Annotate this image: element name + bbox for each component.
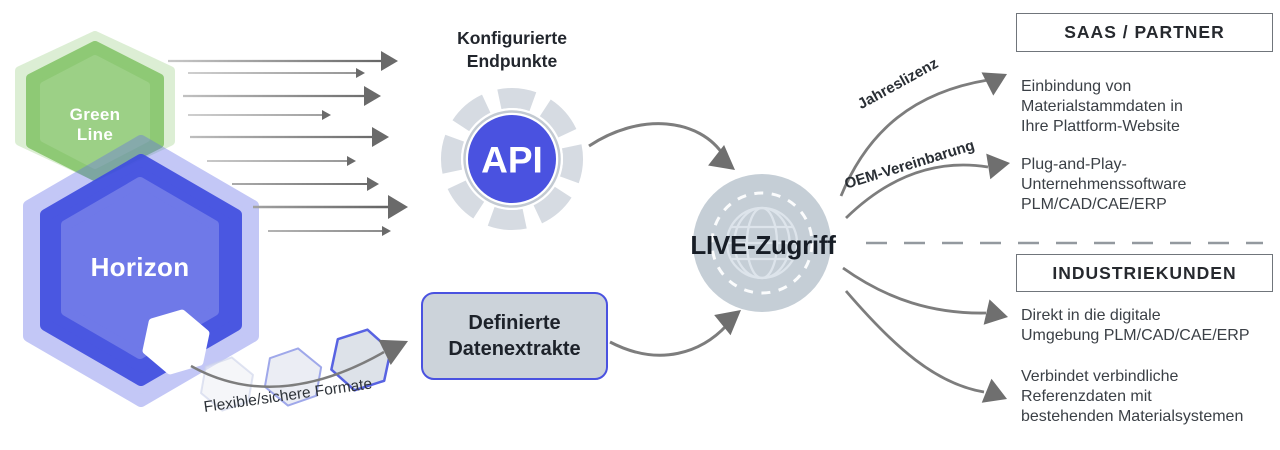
industry-item-2-line: Referenzdaten mit [1021, 388, 1152, 405]
live-access-label: LIVE-Zugriff [690, 230, 836, 260]
white-hexagon [142, 309, 210, 375]
horizon-hexagon [23, 135, 259, 407]
data-extracts-box: Definierte Datenextrakte [421, 292, 608, 380]
data-extracts-label: Definierte Datenextrakte [448, 312, 581, 360]
saas-item-1-line: Materialstammdaten in [1021, 98, 1183, 115]
globe-icon [725, 206, 799, 280]
saas-item-2-line: Plug-and-Play- [1021, 156, 1127, 173]
industry-item-1-line: Umgebung PLM/CAD/CAE/ERP [1021, 327, 1250, 344]
industry-item-1-line: Direkt in die digitale [1021, 307, 1161, 324]
horizon-label: Horizon [90, 252, 190, 282]
green-line-label: Green Line [69, 105, 121, 144]
saas-item-1-line: Ihre Plattform-Website [1021, 118, 1180, 135]
industry-item-1: Direkt in die digitale Umgebung PLM/CAD/… [1021, 306, 1250, 346]
industry-item-2: Verbindet verbindliche Referenzdaten mit… [1021, 367, 1243, 427]
input-arrows [168, 51, 408, 236]
saas-item-2-line: Unternehmenssoftware [1021, 176, 1187, 193]
saas-item-1-line: Einbindung von [1021, 78, 1132, 95]
extracts-to-live-arrow [609, 310, 741, 357]
saas-item-2: Plug-and-Play- Unternehmenssoftware PLM/… [1021, 155, 1186, 215]
industry-item-2-line: bestehenden Materialsystemen [1021, 408, 1244, 425]
industry-header: INDUSTRIEKUNDEN [1016, 254, 1273, 292]
formats-curve-arrow [190, 339, 408, 388]
industry-header-label: INDUSTRIEKUNDEN [1052, 262, 1237, 283]
fanout-arrows [839, 72, 1010, 403]
saas-item-2-line: PLM/CAD/CAE/ERP [1021, 196, 1167, 213]
dashed-ring [710, 191, 814, 295]
live-node [693, 174, 831, 312]
endpoints-title: Konfigurierte Endpunkte [457, 28, 567, 71]
industry-item-2-line: Verbindet verbindliche [1021, 368, 1179, 385]
api-gear-icon: API [441, 88, 583, 230]
saas-partner-header: SAAS / PARTNER [1016, 13, 1273, 52]
format-hexagons [200, 328, 392, 412]
api-icon-label: API [481, 140, 543, 181]
api-to-live-arrow [588, 122, 735, 170]
saas-partner-header-label: SAAS / PARTNER [1064, 22, 1225, 42]
green-line-hexagon [15, 31, 175, 181]
saas-item-1: Einbindung von Materialstammdaten in Ihr… [1021, 77, 1183, 137]
